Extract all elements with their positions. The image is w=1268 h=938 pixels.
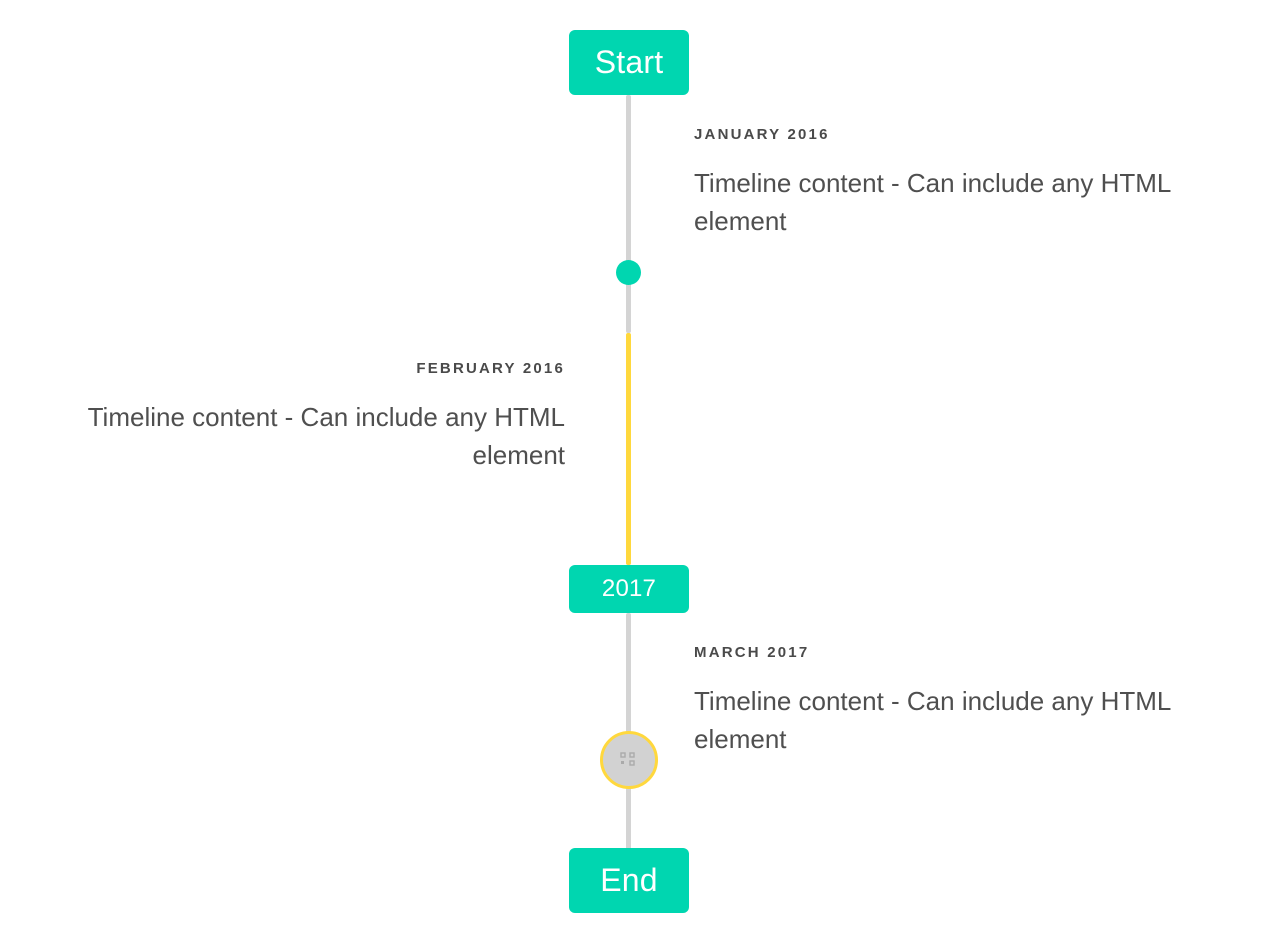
timeline-end-badge[interactable]: End	[569, 848, 689, 913]
timeline-start-badge[interactable]: Start	[569, 30, 689, 95]
timeline-event-text: Timeline content - Can include any HTML …	[694, 168, 1171, 236]
timeline-event-text: Timeline content - Can include any HTML …	[87, 402, 565, 470]
timeline-event-text: Timeline content - Can include any HTML …	[694, 686, 1171, 754]
broken-image-glyph	[620, 752, 635, 766]
timeline-event-body: MARCH 2017 Timeline content - Can includ…	[694, 644, 1219, 758]
broken-image-icon[interactable]	[600, 731, 658, 789]
timeline-year-badge-2017[interactable]: 2017	[569, 565, 689, 613]
dot-icon[interactable]	[616, 260, 641, 285]
timeline-event-date: MARCH 2017	[694, 644, 810, 661]
timeline-spine-segment-yellow	[626, 333, 631, 565]
timeline-spine-segment-gray-top	[626, 95, 631, 333]
timeline-event-date: JANUARY 2016	[694, 126, 830, 143]
timeline-event-date: FEBRUARY 2016	[416, 360, 565, 377]
timeline-event-body: JANUARY 2016 Timeline content - Can incl…	[694, 126, 1219, 240]
timeline-event-body: FEBRUARY 2016 Timeline content - Can inc…	[40, 360, 565, 474]
